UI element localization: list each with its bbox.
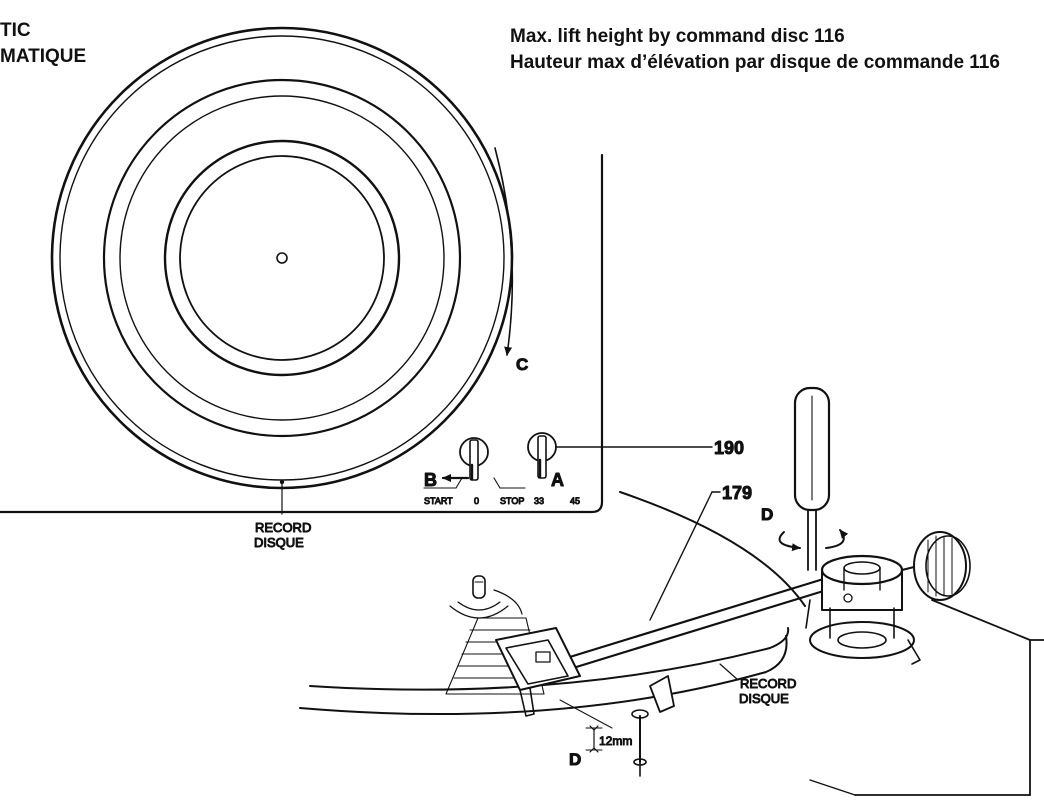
scale-start: START: [424, 496, 453, 506]
leader-179: [649, 491, 713, 621]
record-ring-inner: [119, 95, 445, 421]
header-right-line1: Max. lift height by command disc 116: [510, 26, 845, 47]
plinth-top-edge: [931, 599, 1044, 641]
label-12mm: 12mm: [599, 734, 632, 748]
stylus-pin: [449, 575, 523, 619]
label-b: B: [424, 470, 437, 490]
scale-zero: 0: [474, 496, 479, 506]
label-179: 179: [722, 483, 752, 503]
record-marker-dot: [279, 479, 285, 485]
platter-outer-rim: [50, 26, 514, 490]
arm-rest: [631, 675, 675, 777]
record-label-ring: [163, 139, 401, 377]
header-left-line1: TIC: [0, 20, 31, 41]
pivot-assembly: [805, 554, 921, 665]
header-left-line2: MATIQUE: [0, 46, 87, 67]
spindle-hole: [276, 252, 288, 264]
arm-tube-bottom: [558, 587, 832, 674]
platter-rim-inner: [59, 35, 505, 481]
headshell: [495, 627, 581, 717]
screwdriver: [778, 386, 849, 571]
label-d-top: D: [761, 505, 773, 524]
label-c: C: [516, 355, 528, 374]
label-d-bottom: D: [569, 750, 581, 769]
tonearm: [445, 491, 971, 717]
scale-45: 45: [570, 496, 580, 506]
record-label-inner: [179, 155, 385, 361]
header-right-line2: Hauteur max d’élévation par disque de co…: [510, 52, 1000, 73]
rotate-arrow-d-2: [825, 529, 849, 549]
scale-stop: STOP: [500, 496, 524, 506]
record-surface-edge: [619, 491, 806, 607]
header-right: Max. lift height by command disc 116 Hau…: [510, 24, 1000, 76]
perspective-turntable: [299, 491, 1044, 796]
platter-top-view: [0, 26, 604, 515]
record-leader-bottom: [719, 663, 739, 681]
label-190: 190: [714, 438, 744, 458]
header-left: TIC MATIQUE: [0, 18, 86, 70]
label-a: A: [551, 470, 564, 490]
rotation-arrow-c: [494, 147, 514, 356]
record-ring: [102, 78, 462, 438]
record-near-edge: [299, 635, 788, 716]
plinth-front: [809, 779, 856, 796]
record-label-bottom-2: DISQUE: [739, 691, 789, 706]
plinth-outline: [0, 153, 604, 514]
start-tick: [455, 477, 463, 489]
switch-a: [527, 432, 557, 479]
record-far-edge: [309, 627, 790, 691]
lift-dimension: [559, 699, 613, 753]
rotate-arrow-d: [778, 531, 801, 552]
record-label-top-2: DISQUE: [254, 535, 304, 550]
arm-tube-top: [558, 575, 832, 662]
counterweight: [901, 531, 971, 601]
switch-b: [459, 437, 489, 481]
speed-switches: [423, 432, 713, 489]
record-label-bottom-1: RECORD: [740, 676, 796, 691]
stop-tick: [493, 477, 501, 489]
record-label-top-1: RECORD: [255, 520, 311, 535]
scale-33: 33: [534, 496, 544, 506]
